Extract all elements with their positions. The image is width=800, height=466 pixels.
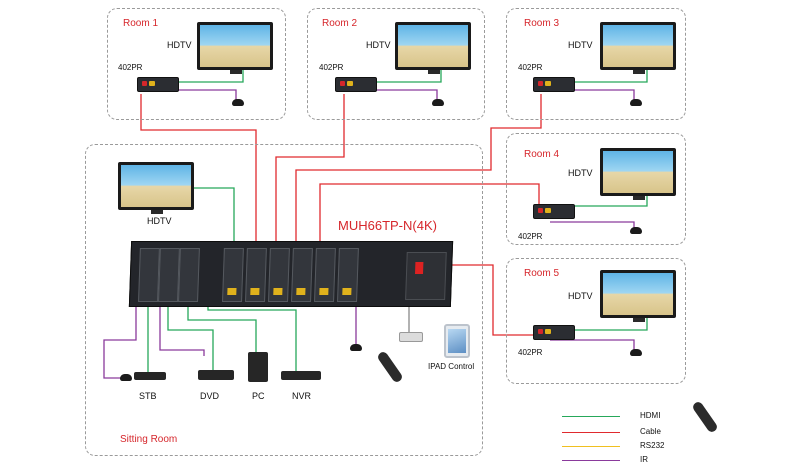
cable-line-room3 [295,94,542,245]
hdtv-room-3 [600,22,676,74]
ir-line-stb [103,300,137,379]
hdtv-room-2 [395,22,471,74]
room-2-title: Room 2 [322,18,358,29]
room-5-box [506,258,686,384]
source-label-nvr: NVR [292,391,312,401]
dvd-device [198,370,234,380]
ir-eye-room-3 [630,99,642,106]
hdtv-label-sitting-room: HDTV [147,216,172,226]
cable-line-room4 [319,183,540,245]
hdtv-label-room-2: HDTV [366,40,391,50]
hdmi-line-room1 [178,66,244,83]
legend-ir-label: IR [640,455,648,464]
room-5-title: Room 5 [524,268,560,279]
source-label-stb: STB [139,391,157,401]
receiver-402pr-room-1 [137,77,179,92]
stb-device [134,372,166,380]
ipad-control-label: IPAD Control [428,362,475,371]
hdtv-sitting-room [118,162,194,214]
legend-ir-line [562,460,620,461]
hdtv-label-room-3: HDTV [568,40,593,50]
hdtv-room-1 [197,22,273,74]
ir-eye-room-2 [432,99,444,106]
hdmi-line-pc [187,300,257,355]
legend-hdmi-line [562,416,620,417]
hdtv-room-4 [600,148,676,200]
cable-line-room2 [275,94,345,245]
cable-line-room5 [438,264,540,336]
legend-rs232-line [562,446,620,447]
wifi-router [399,332,423,342]
room-4-title: Room 4 [524,149,560,160]
ir-eye-room-5 [630,349,642,356]
room-1-box [107,8,286,120]
source-label-dvd: DVD [200,391,220,401]
device-label-room-2: 402PR [319,63,344,72]
device-label-room-4: 402PR [518,232,543,241]
switcher-model-label: MUH66TP-N(4K) [338,218,437,233]
room-4-box [506,133,686,245]
ir-eye-room-1 [232,99,244,106]
ipad-icon [444,324,470,358]
device-label-room-3: 402PR [518,63,543,72]
hdmi-line-local-tv [193,187,235,245]
pc-tower [248,352,268,382]
legend-rs232-label: RS232 [640,441,665,450]
ir-line-room3 [550,89,635,102]
cable-line-room1 [140,94,257,245]
legend-cable-line [562,432,620,433]
sitting-room-title: Sitting Room [120,434,178,445]
room-3-title: Room 3 [524,18,560,29]
nvr-device [281,371,321,380]
hdtv-room-5 [600,270,676,322]
room-1-title: Room 1 [123,18,159,29]
hdmi-line-room2 [372,66,442,83]
matrix-switcher [128,241,454,307]
hdmi-line-dvd [167,300,214,372]
legend-cable-label: Cable [640,427,661,436]
device-label-room-1: 402PR [118,63,143,72]
hdtv-label-room-5: HDTV [568,291,593,301]
receiver-402pr-room-5 [533,325,575,340]
ir-eye-room-4 [630,227,642,234]
legend-hdmi-label: HDMI [640,411,661,420]
hdtv-label-room-1: HDTV [167,40,192,50]
hdmi-line-room5 [572,314,648,331]
sitting-room-box [85,144,483,456]
ir-line-dvd [159,300,205,356]
ir-line-room5 [550,339,635,352]
room-2-box [307,8,485,120]
source-label-pc: PC [252,391,265,401]
hdmi-line-room3 [572,66,648,83]
hdtv-label-room-4: HDTV [568,168,593,178]
receiver-402pr-room-2 [335,77,377,92]
receiver-402pr-room-3 [533,77,575,92]
device-label-room-5: 402PR [518,348,543,357]
hdmi-line-room4 [572,192,648,207]
room-3-box [506,8,686,120]
ir-eye-sitting-room [350,344,362,351]
ir-line-room2 [352,89,438,102]
ir-eye-stb [120,374,132,381]
receiver-402pr-room-4 [533,204,575,219]
